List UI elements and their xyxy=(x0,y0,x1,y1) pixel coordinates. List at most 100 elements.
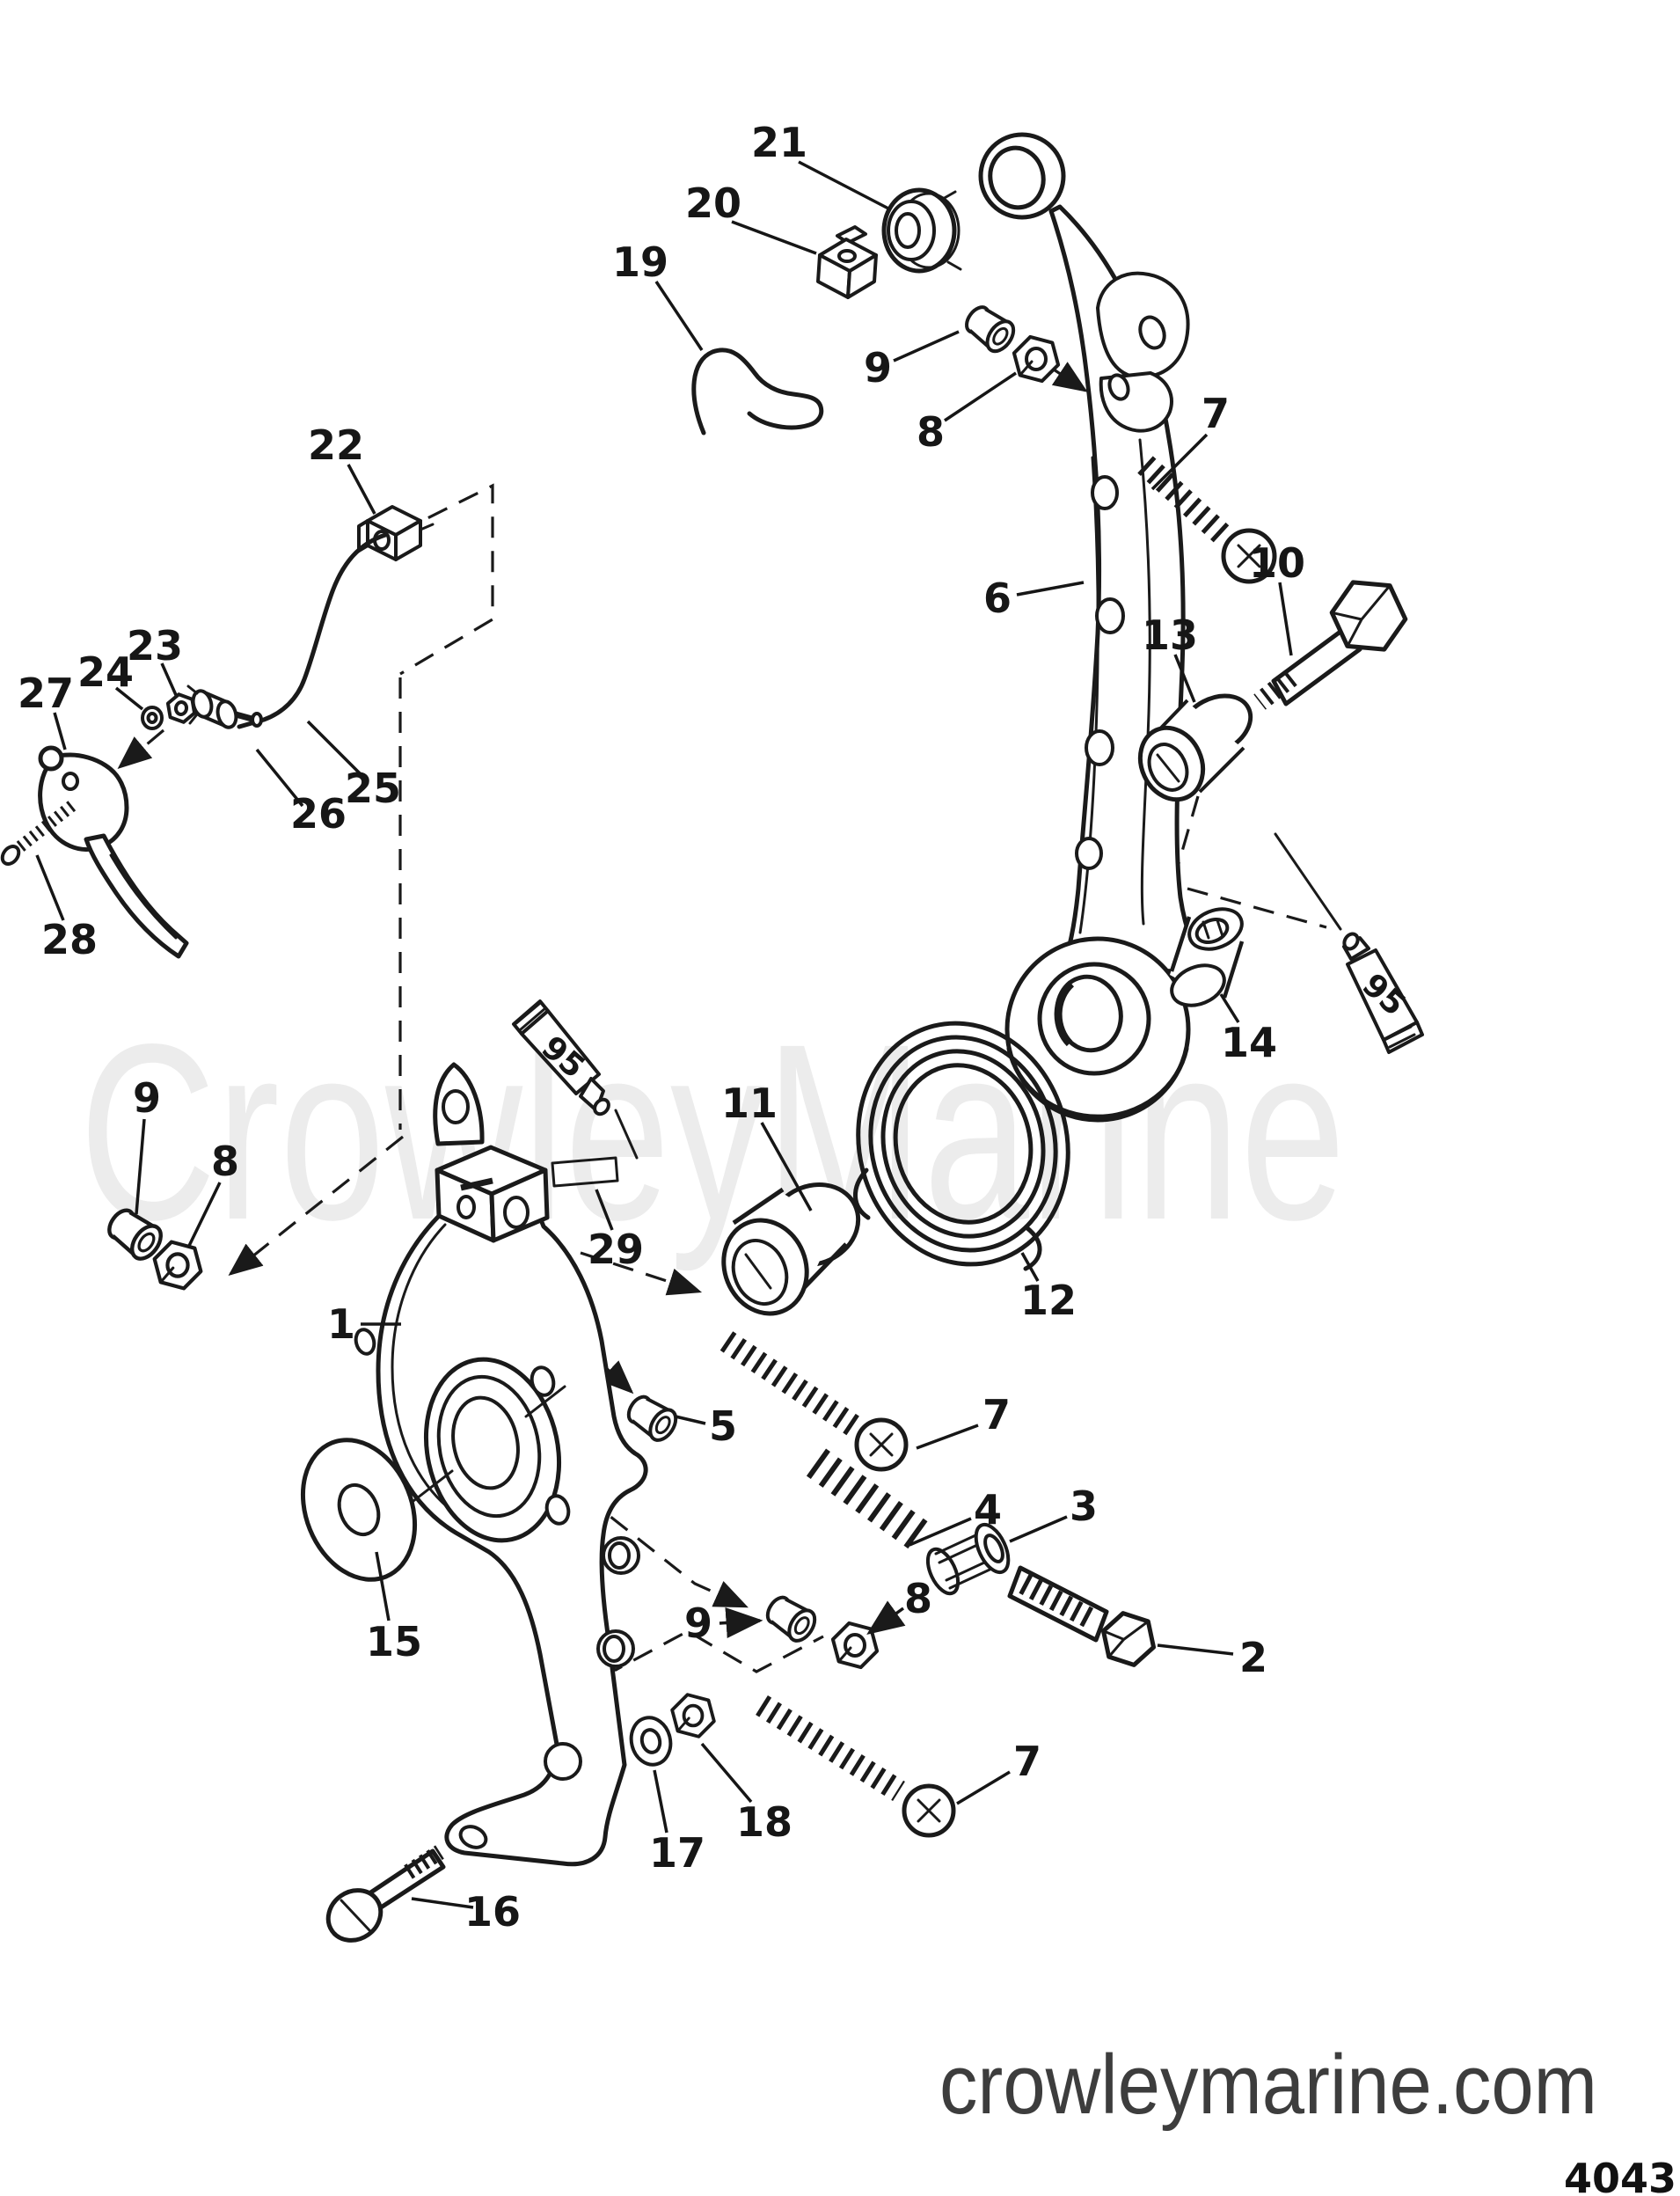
callout-23: 23 xyxy=(127,622,183,670)
callout-4: 4 xyxy=(974,1486,1002,1534)
lubricant-tube-left xyxy=(512,999,639,1160)
part-17-washer xyxy=(625,1711,677,1771)
leader-line-18 xyxy=(700,1742,753,1804)
leader-line-28 xyxy=(35,854,65,921)
part-7-screw-middle xyxy=(719,1331,909,1472)
part-9-bushing-middle xyxy=(760,1589,822,1648)
footer-url: crowleymarine.com xyxy=(939,2038,1597,2132)
part-2-hex-bolt xyxy=(1007,1565,1157,1667)
leader-line-21 xyxy=(798,160,891,211)
leader-line-9 xyxy=(719,1607,763,1638)
leader-line-7 xyxy=(916,1424,979,1450)
leader-line-8 xyxy=(866,1600,906,1636)
leader-line-26 xyxy=(255,748,304,808)
leader-line-24 xyxy=(114,686,144,711)
leader-line-15 xyxy=(375,1551,391,1621)
leader-line-7 xyxy=(956,1770,1011,1805)
callout-9: 9 xyxy=(864,344,892,392)
part-28-adjustment-screw xyxy=(0,799,78,866)
leader-line-17 xyxy=(653,1769,668,1834)
leader-line-27 xyxy=(53,712,67,750)
leader-line-14 xyxy=(1219,993,1240,1023)
callout-21: 21 xyxy=(751,119,807,166)
callout-12: 12 xyxy=(1020,1277,1077,1324)
leader-line-22 xyxy=(347,464,376,515)
callout-8: 8 xyxy=(917,408,945,456)
part-8-locknut-middle xyxy=(830,1621,880,1670)
callout-17: 17 xyxy=(649,1829,705,1877)
part-14-spacer-bushing xyxy=(1169,907,1245,1007)
leader-line-7 xyxy=(1150,433,1209,491)
leader-line-9 xyxy=(135,1118,146,1215)
leader-line-3 xyxy=(1009,1515,1068,1543)
part-8-locknut-top xyxy=(1012,334,1061,384)
leader-line-16 xyxy=(411,1897,474,1909)
callout-18: 18 xyxy=(736,1798,793,1846)
callout-13: 13 xyxy=(1142,611,1198,659)
leader-line-29 xyxy=(595,1189,614,1231)
leader-line-6 xyxy=(1016,581,1085,597)
callout-20: 20 xyxy=(685,179,741,227)
part-5-bushing xyxy=(621,1388,683,1447)
part-13-flanged-bushing xyxy=(1137,693,1253,802)
part-16-pivot-bolt xyxy=(325,1845,446,1943)
leader-line-20 xyxy=(731,220,817,255)
callout-8: 8 xyxy=(904,1575,932,1622)
leader-line-5 xyxy=(675,1415,706,1425)
part-24-washer xyxy=(141,706,164,730)
part-25-link-rod xyxy=(237,532,388,729)
page-number: 4043 xyxy=(1564,2155,1676,2196)
callout-1: 1 xyxy=(327,1300,355,1348)
leader-line-23 xyxy=(160,662,178,696)
callout-29: 29 xyxy=(588,1226,644,1273)
leader-line-25 xyxy=(306,720,362,776)
callout-7: 7 xyxy=(1202,390,1230,437)
callout-3: 3 xyxy=(1070,1482,1098,1530)
part-22-cable-clip xyxy=(357,505,435,561)
callout-27: 27 xyxy=(18,670,74,717)
part-29-decal xyxy=(551,1156,619,1188)
callout-5: 5 xyxy=(709,1402,737,1450)
part-7-screw-top xyxy=(1137,456,1277,584)
callout-7: 7 xyxy=(982,1391,1011,1438)
leader-line-4 xyxy=(909,1517,972,1547)
callout-8: 8 xyxy=(211,1138,239,1185)
part-27-latch-lever xyxy=(38,745,189,959)
part-20-cable-connector xyxy=(816,225,878,299)
callout-14: 14 xyxy=(1221,1019,1277,1066)
leader-line-19 xyxy=(654,281,704,351)
callout-19: 19 xyxy=(612,238,668,286)
part-21-grommet-bushing xyxy=(881,187,962,274)
callout-2: 2 xyxy=(1239,1634,1267,1681)
part-4-detent-spring xyxy=(806,1448,932,1552)
part-15-washer xyxy=(300,1438,418,1582)
callout-9: 9 xyxy=(133,1074,161,1122)
part-19-hook-link xyxy=(691,348,824,436)
callout-22: 22 xyxy=(308,421,364,469)
leader-line-10 xyxy=(1278,582,1293,656)
part-23-nut xyxy=(165,692,197,724)
part-12-torsion-spring xyxy=(853,1021,1070,1271)
callout-9: 9 xyxy=(684,1599,712,1647)
part-18-locknut xyxy=(670,1693,716,1738)
leader-line-9 xyxy=(893,330,960,362)
part-3-detent-knob xyxy=(925,1522,1011,1596)
leader-line-11 xyxy=(760,1122,813,1211)
part-7-screw-bottom xyxy=(756,1695,956,1838)
callout-24: 24 xyxy=(77,648,134,696)
callout-25: 25 xyxy=(345,765,401,812)
callout-28: 28 xyxy=(41,916,98,963)
callout-16: 16 xyxy=(464,1888,521,1936)
callout-10: 10 xyxy=(1249,539,1305,587)
part-26-splined-connector xyxy=(181,684,263,729)
callout-6: 6 xyxy=(983,575,1012,622)
callout-7: 7 xyxy=(1013,1738,1041,1785)
leader-line-13 xyxy=(1173,654,1196,703)
part-10-hex-bolt xyxy=(1253,580,1408,710)
callout-26: 26 xyxy=(290,790,347,838)
lubricant-tube-right xyxy=(1274,832,1424,1054)
leader-line-8 xyxy=(186,1182,222,1248)
